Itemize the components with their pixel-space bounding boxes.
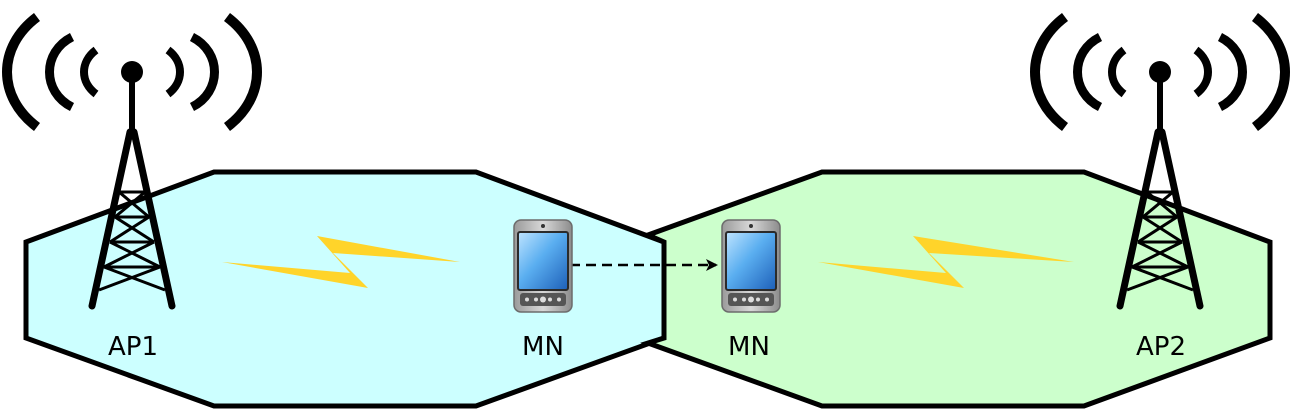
mn2-label: MN	[728, 332, 770, 362]
ap2-label: AP2	[1135, 332, 1187, 362]
cell-ap1-coverage	[23, 169, 667, 409]
mobile-node-1-icon	[513, 219, 573, 313]
cell-ap2-coverage	[640, 169, 1273, 409]
lightning-bolt-icon-ap2	[818, 236, 1074, 288]
mn1-label: MN	[522, 332, 564, 362]
lightning-bolt-icon-ap1	[222, 236, 460, 288]
ap1-label: AP1	[107, 332, 159, 362]
mobile-node-2-icon	[721, 219, 781, 313]
